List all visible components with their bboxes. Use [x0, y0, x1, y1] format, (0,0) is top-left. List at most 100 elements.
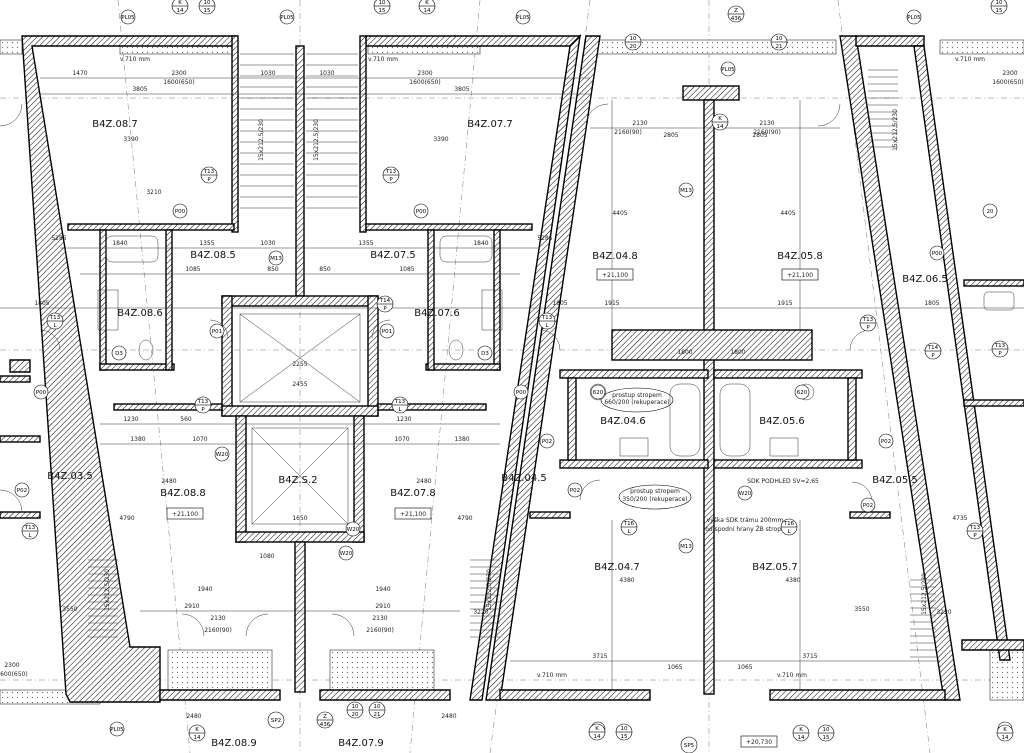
dimension-label: 3550	[854, 606, 869, 613]
dimension-label: 4405	[612, 210, 627, 217]
dimension-label: 5285	[537, 235, 552, 242]
grid-ref-bottom: 14	[717, 124, 724, 130]
annotation-note: v.710 mm	[368, 56, 398, 63]
annotation-note: SDK PODHLED SV=2,65	[747, 478, 819, 485]
tag-text: M13	[270, 256, 282, 262]
tag-circle	[379, 323, 395, 339]
stair-label: 15x212,5/230	[892, 109, 899, 151]
element-tag: M13	[268, 250, 284, 266]
element-tag: 620	[794, 384, 810, 400]
element-tag: P02	[567, 482, 583, 498]
dimension-label: 4735	[952, 515, 967, 522]
grid-reference: K14	[711, 113, 729, 131]
dimension-label: 2160(90)	[366, 627, 394, 634]
door-tag-side: L	[398, 407, 402, 413]
door-tag-type: T13	[394, 399, 406, 405]
stair-label: 15x212,5/230	[921, 573, 928, 615]
room-label: B4Z.07.7	[467, 119, 513, 130]
level-marker: +21,100	[166, 507, 204, 520]
dimension-label: 3220	[473, 609, 488, 616]
element-tag: PL05	[279, 9, 295, 25]
tag-circle	[477, 345, 493, 361]
dimension-label: 2480	[441, 713, 456, 720]
dimension-label: 1065	[737, 664, 752, 671]
grid-reference: Z 436	[316, 711, 334, 729]
annotation-note: prostup stropem	[630, 488, 680, 495]
dimension-label: 2130	[759, 120, 774, 127]
dimension-label: 1600(650)	[409, 79, 440, 86]
level-value: +20,730	[746, 739, 772, 746]
door-tag-side: L	[787, 529, 791, 535]
tag-circle	[878, 433, 894, 449]
tag-text: P02	[881, 439, 891, 445]
element-tag: PL05	[720, 61, 736, 77]
annotation-note: prostup stropem	[612, 392, 662, 399]
tag-circle	[109, 721, 125, 737]
element-tag: M13	[678, 538, 694, 554]
dimension-label: 2130	[210, 615, 225, 622]
tag-circle	[111, 345, 127, 361]
tag-text: P00	[416, 209, 427, 215]
dimension-label: 3390	[433, 136, 448, 143]
grid-reference: K14	[792, 724, 810, 742]
element-tag: W20	[345, 521, 361, 537]
interior-walls	[0, 35, 1024, 695]
door-type-tags: T13PT13PT13LT13LT14PT14PT13PT13LT13PT16L…	[21, 166, 1009, 540]
element-tag: P00	[172, 203, 188, 219]
dimension-label: 2300	[171, 70, 186, 77]
dimension-label: 1030	[260, 240, 275, 247]
tag-text: PL05	[516, 15, 530, 21]
grid-ref-bottom: 15	[823, 735, 830, 741]
door-tag-type: T16	[783, 521, 795, 527]
grid-ref-top: K	[195, 727, 199, 733]
grid-ref-top: 10	[352, 704, 359, 710]
dimension-label: 1380	[130, 436, 145, 443]
grid-ref-top: 10	[823, 727, 830, 733]
element-tag: W20	[737, 485, 753, 501]
tag-circle	[906, 9, 922, 25]
room-label: B4Z.07.6	[414, 308, 460, 319]
dimension-label: 2805	[663, 132, 678, 139]
door-tag-type: T13	[203, 169, 215, 175]
dimension-label: 3550	[62, 606, 77, 613]
dimension-label: 3390	[123, 136, 138, 143]
stair-label: 15x212,5/230	[486, 569, 493, 611]
door-tag-type: T13	[994, 343, 1006, 349]
element-tag: P00	[513, 384, 529, 400]
level-marker: +20,730	[740, 735, 778, 748]
tag-text: P02	[17, 488, 27, 494]
annotation-note: výška SDK trámu 200mm	[707, 517, 784, 524]
grid-reference: K14	[418, 0, 436, 15]
grid-ref-bottom: 436	[320, 722, 331, 728]
grid-ref-top: Z	[323, 714, 327, 720]
tag-circle	[982, 203, 998, 219]
dimension-label: 2480	[186, 713, 201, 720]
dimension-label: 560	[180, 416, 192, 423]
tag-text: P02	[542, 439, 552, 445]
tag-circle	[120, 9, 136, 25]
door-tag-side: P	[207, 177, 211, 183]
annotation-note: v.710 mm	[120, 56, 150, 63]
dimension-label: 3715	[802, 653, 817, 660]
tag-text: P00	[36, 390, 47, 396]
dimension-label: 1355	[199, 240, 214, 247]
dimension-label: 2455	[292, 381, 307, 388]
grid-ref-top: 10	[776, 36, 783, 42]
room-label: B4Z.08.6	[117, 308, 163, 319]
grid-ref-bottom: 14	[194, 735, 201, 741]
section-marker: SP5	[680, 736, 698, 753]
